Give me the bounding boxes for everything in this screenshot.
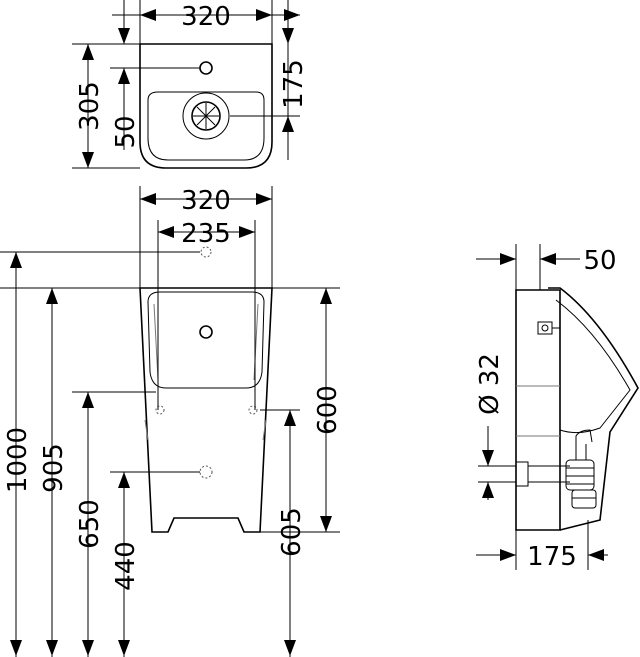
front-rim-height-label: 905 xyxy=(39,443,69,493)
front-view-body xyxy=(139,287,273,533)
top-width-label: 320 xyxy=(181,2,231,32)
inlet-valve-icon xyxy=(537,321,560,335)
top-inlet-offset-label: 175 xyxy=(279,59,309,109)
top-view-outline xyxy=(139,43,273,169)
drain-grid-icon xyxy=(193,103,219,129)
front-total-height-label: 1000 xyxy=(3,427,33,493)
drain-trap-icon xyxy=(515,429,597,509)
side-body xyxy=(548,287,639,531)
top-depth-label: 305 xyxy=(75,81,105,131)
top-view: 320 305 50 175 xyxy=(72,0,309,169)
front-lower-fixing-label: 605 xyxy=(277,507,307,557)
front-view-bowl xyxy=(147,291,265,389)
top-view-bowl xyxy=(147,91,265,161)
top-drain-offset-label: 50 xyxy=(111,115,141,148)
front-width-label: 320 xyxy=(181,186,231,216)
outlet-marker xyxy=(199,465,213,479)
left-fixing-hole xyxy=(155,405,165,415)
front-inlet-hole xyxy=(199,325,213,339)
top-inlet-marker xyxy=(200,246,212,258)
drain-strainer xyxy=(182,92,230,140)
front-fixing-height-label: 650 xyxy=(75,499,105,549)
front-bowl-height-label: 600 xyxy=(313,385,343,435)
side-view: 50 Ø 32 175 xyxy=(475,244,639,572)
right-fixing-hole xyxy=(248,405,258,415)
front-view: 320 235 1000 905 650 440 xyxy=(0,186,343,657)
drain-strainer-inner xyxy=(191,101,221,131)
front-outlet-height-label: 440 xyxy=(111,541,141,591)
side-projection-label: 175 xyxy=(527,542,577,572)
side-wall-offset-label: 50 xyxy=(583,246,616,276)
inlet-hole xyxy=(199,61,213,75)
front-fixing-distance-label: 235 xyxy=(181,219,231,249)
side-pipe-diameter-label: Ø 32 xyxy=(475,353,505,415)
